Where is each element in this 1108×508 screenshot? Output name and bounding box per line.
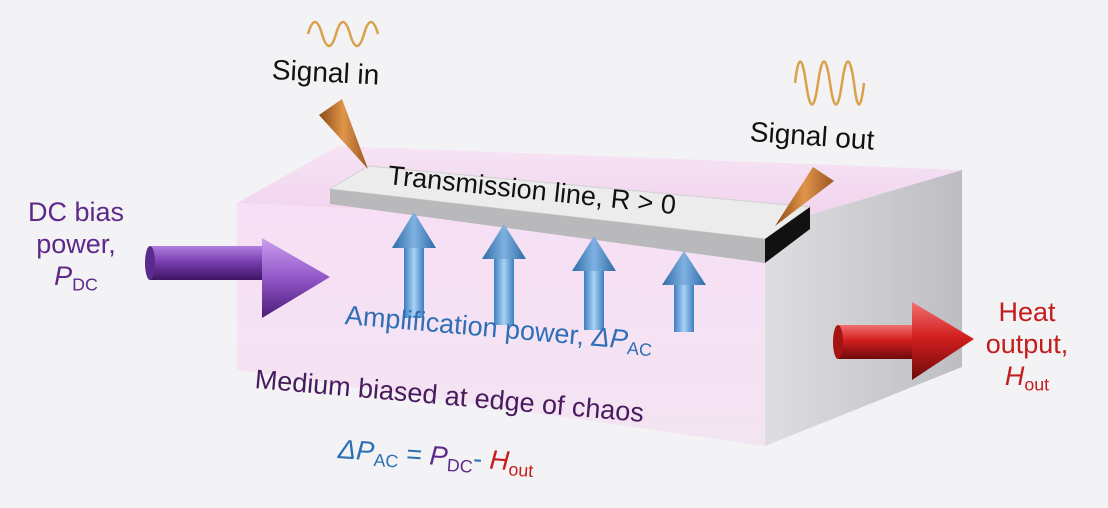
signal-in-label: Signal in	[271, 54, 381, 91]
eq-h-sub: out	[507, 459, 534, 481]
heat-line2: output,	[985, 329, 1069, 359]
amp-symbol: ΔP	[590, 321, 630, 355]
signal-out-probe	[775, 167, 834, 226]
amplification-arrow-3-icon	[572, 236, 616, 330]
dc-bias-line2: power,	[36, 229, 116, 259]
heat-line1: Heat	[998, 297, 1056, 327]
dc-bias-arrow-icon	[145, 238, 330, 318]
heat-symbol: H	[1004, 361, 1025, 391]
signal-out-wave-icon	[793, 60, 866, 106]
eq-lhs: ΔP	[337, 434, 376, 467]
heat-output-arrow-icon	[833, 302, 974, 380]
heat-output-label: Heat output, Hout	[958, 296, 1096, 400]
dc-bias-label: DC bias power, PDC	[8, 196, 144, 300]
dc-sub: DC	[72, 274, 98, 295]
heat-symbol-line: Hout	[958, 360, 1096, 400]
transmission-line-end	[765, 207, 810, 263]
heat-sub: out	[1024, 374, 1050, 395]
eq-lhs-sub: AC	[372, 449, 399, 472]
transmission-line-edge	[330, 189, 765, 263]
amp-sub: AC	[626, 338, 653, 361]
signal-in-wave-icon	[306, 20, 380, 48]
dc-bias-symbol: PDC	[8, 260, 144, 300]
eq-p-sub: DC	[446, 455, 474, 477]
amplification-arrow-1-icon	[392, 212, 436, 318]
amplification-arrow-2-icon	[482, 224, 526, 325]
dc-symbol: P	[54, 261, 73, 291]
signal-in-probe	[319, 99, 368, 169]
dc-bias-line1: DC bias	[27, 197, 125, 227]
amplification-arrow-4-icon	[662, 251, 706, 332]
eq-p: P	[428, 440, 449, 472]
eq-equals: =	[397, 438, 431, 471]
